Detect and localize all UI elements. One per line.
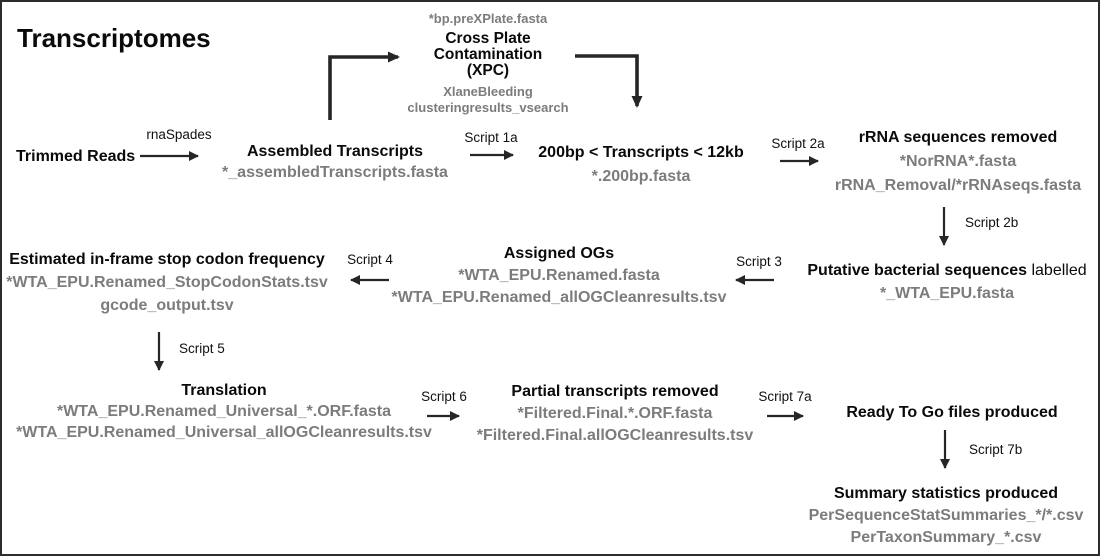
node-title: Estimated in-frame stop codon frequency xyxy=(9,251,325,268)
edge-label-script-2b: Script 2b xyxy=(965,215,1019,230)
node-file: *_assembledTranscripts.fasta xyxy=(222,164,448,181)
node-file: XlaneBleeding xyxy=(443,84,533,99)
node-file: clusteringresults_vsearch xyxy=(407,100,569,115)
node-cross-plate-contamination: *bp.preXPlate.fasta Cross Plate Contamin… xyxy=(407,11,568,116)
node-file: *NorRNA*.fasta xyxy=(899,153,1017,170)
node-title: Putative bacterial sequences labelled xyxy=(807,262,1087,279)
node-title: Trimmed Reads xyxy=(16,148,136,165)
node-file: *bp.preXPlate.fasta xyxy=(428,11,548,26)
node-title: rRNA sequences removed xyxy=(858,129,1058,146)
node-size-filtered: 200bp < Transcripts < 12kb *.200bp.fasta xyxy=(538,141,743,189)
node-rrna-removed: rRNA sequences removed *NorRNA*.fasta rR… xyxy=(835,126,1081,198)
node-ready-to-go: Ready To Go files produced xyxy=(846,404,1057,421)
node-file: *WTA_EPU.Renamed.fasta xyxy=(458,267,660,284)
node-title: (XPC) xyxy=(466,62,510,79)
node-summary-stats: Summary statistics produced PerSequenceS… xyxy=(809,483,1084,549)
node-title: Contamination xyxy=(433,46,543,63)
node-file: *Filtered.Final.*.ORF.fasta xyxy=(517,405,713,422)
node-file: *WTA_EPU.Renamed_Universal_allOGCleanres… xyxy=(16,424,432,441)
node-title: Partial transcripts removed xyxy=(511,383,719,400)
node-file: *.200bp.fasta xyxy=(591,168,691,185)
node-file: PerSequenceStatSummaries_*/*.csv xyxy=(808,507,1084,524)
node-title: Cross Plate xyxy=(445,30,531,47)
node-stop-codon-frequency: Estimated in-frame stop codon frequency … xyxy=(6,248,328,317)
edge-label-script-6: Script 6 xyxy=(421,389,467,404)
node-assembled-transcripts: Assembled Transcripts *_assembledTranscr… xyxy=(222,141,448,183)
node-bacterial-labelled: Putative bacterial sequences labelled *_… xyxy=(807,259,1086,305)
node-title: Summary statistics produced xyxy=(833,485,1059,502)
edge-label-script-7b: Script 7b xyxy=(969,442,1023,457)
node-title: Assigned OGs xyxy=(503,245,615,262)
node-file: rRNA_Removal/*rRNAseqs.fasta xyxy=(834,177,1082,194)
edge-label-script-1a: Script 1a xyxy=(464,130,518,145)
node-file: gcode_output.tsv xyxy=(100,297,234,314)
node-trimmed-reads: Trimmed Reads xyxy=(16,148,135,166)
arrow-elbow-down-from-xpc xyxy=(575,54,643,108)
node-file: *_WTA_EPU.fasta xyxy=(880,285,1014,302)
edge-label-script-5: Script 5 xyxy=(179,341,225,356)
edge-label-script-2a: Script 2a xyxy=(771,136,825,151)
node-title: Translation xyxy=(181,382,267,399)
node-translation: Translation *WTA_EPU.Renamed_Universal_*… xyxy=(16,380,432,443)
node-file: *Filtered.Final.allOGCleanresults.tsv xyxy=(476,427,754,444)
node-assigned-ogs: Assigned OGs *WTA_EPU.Renamed.fasta *WTA… xyxy=(392,243,727,309)
node-file: PerTaxonSummary_*.csv xyxy=(850,529,1042,546)
page-title: Transcriptomes xyxy=(17,23,211,53)
edge-label-script-7a: Script 7a xyxy=(758,389,812,404)
edge-label-rnaspades: rnaSpades xyxy=(146,127,212,142)
edge-label-script-4: Script 4 xyxy=(347,252,393,267)
node-title: Ready To Go files produced xyxy=(846,404,1058,421)
node-file: *WTA_EPU.Renamed_Universal_*.ORF.fasta xyxy=(56,403,392,420)
edge-label-script-3: Script 3 xyxy=(736,254,782,269)
node-title: 200bp < Transcripts < 12kb xyxy=(538,144,744,161)
node-file: *WTA_EPU.Renamed_StopCodonStats.tsv xyxy=(6,274,328,291)
node-partial-removed: Partial transcripts removed *Filtered.Fi… xyxy=(477,381,754,447)
node-file: *WTA_EPU.Renamed_allOGCleanresults.tsv xyxy=(391,289,727,306)
arrow-elbow-up-to-xpc xyxy=(328,51,400,120)
node-title: Assembled Transcripts xyxy=(246,143,424,160)
